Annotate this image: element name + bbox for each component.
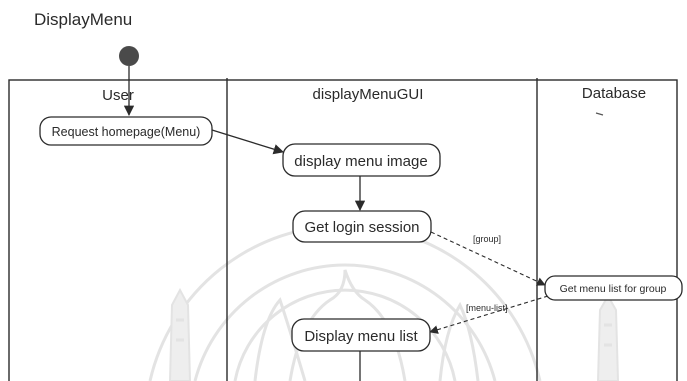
diagram-title: DisplayMenu [34,10,132,29]
activity-label: Display menu list [304,328,418,345]
activity-display-menu-image: display menu image [282,143,441,177]
lane-header-database: Database [582,85,646,102]
activity-request-homepage: Request homepage(Menu) [39,116,213,146]
swimlane-frame [8,79,678,381]
activity-label: Get menu list for group [560,283,667,295]
activity-label: Get login session [304,219,419,236]
activity-get-login-session: Get login session [292,210,432,243]
control-flows [123,66,549,381]
activity-display-menu-list: Display menu list [291,318,431,352]
guard-group: [group] [473,234,501,244]
lane-header-displaymenugui: displayMenuGUI [313,86,424,103]
watermark-seal [148,223,620,381]
swimlanes: User displayMenuGUI Database [8,78,678,381]
flow-request-to-display-image [211,129,284,155]
flow-get-menu-to-display-list [429,295,549,334]
lane-header-user: User [102,87,134,104]
guard-menu-list: [menu-list] [466,303,508,313]
lane-header-mark [595,112,604,116]
initial-node [119,46,139,66]
activity-get-menu-list: Get menu list for group [544,275,683,301]
activity-label: Request homepage(Menu) [52,125,201,139]
activity-label: display menu image [294,153,427,170]
